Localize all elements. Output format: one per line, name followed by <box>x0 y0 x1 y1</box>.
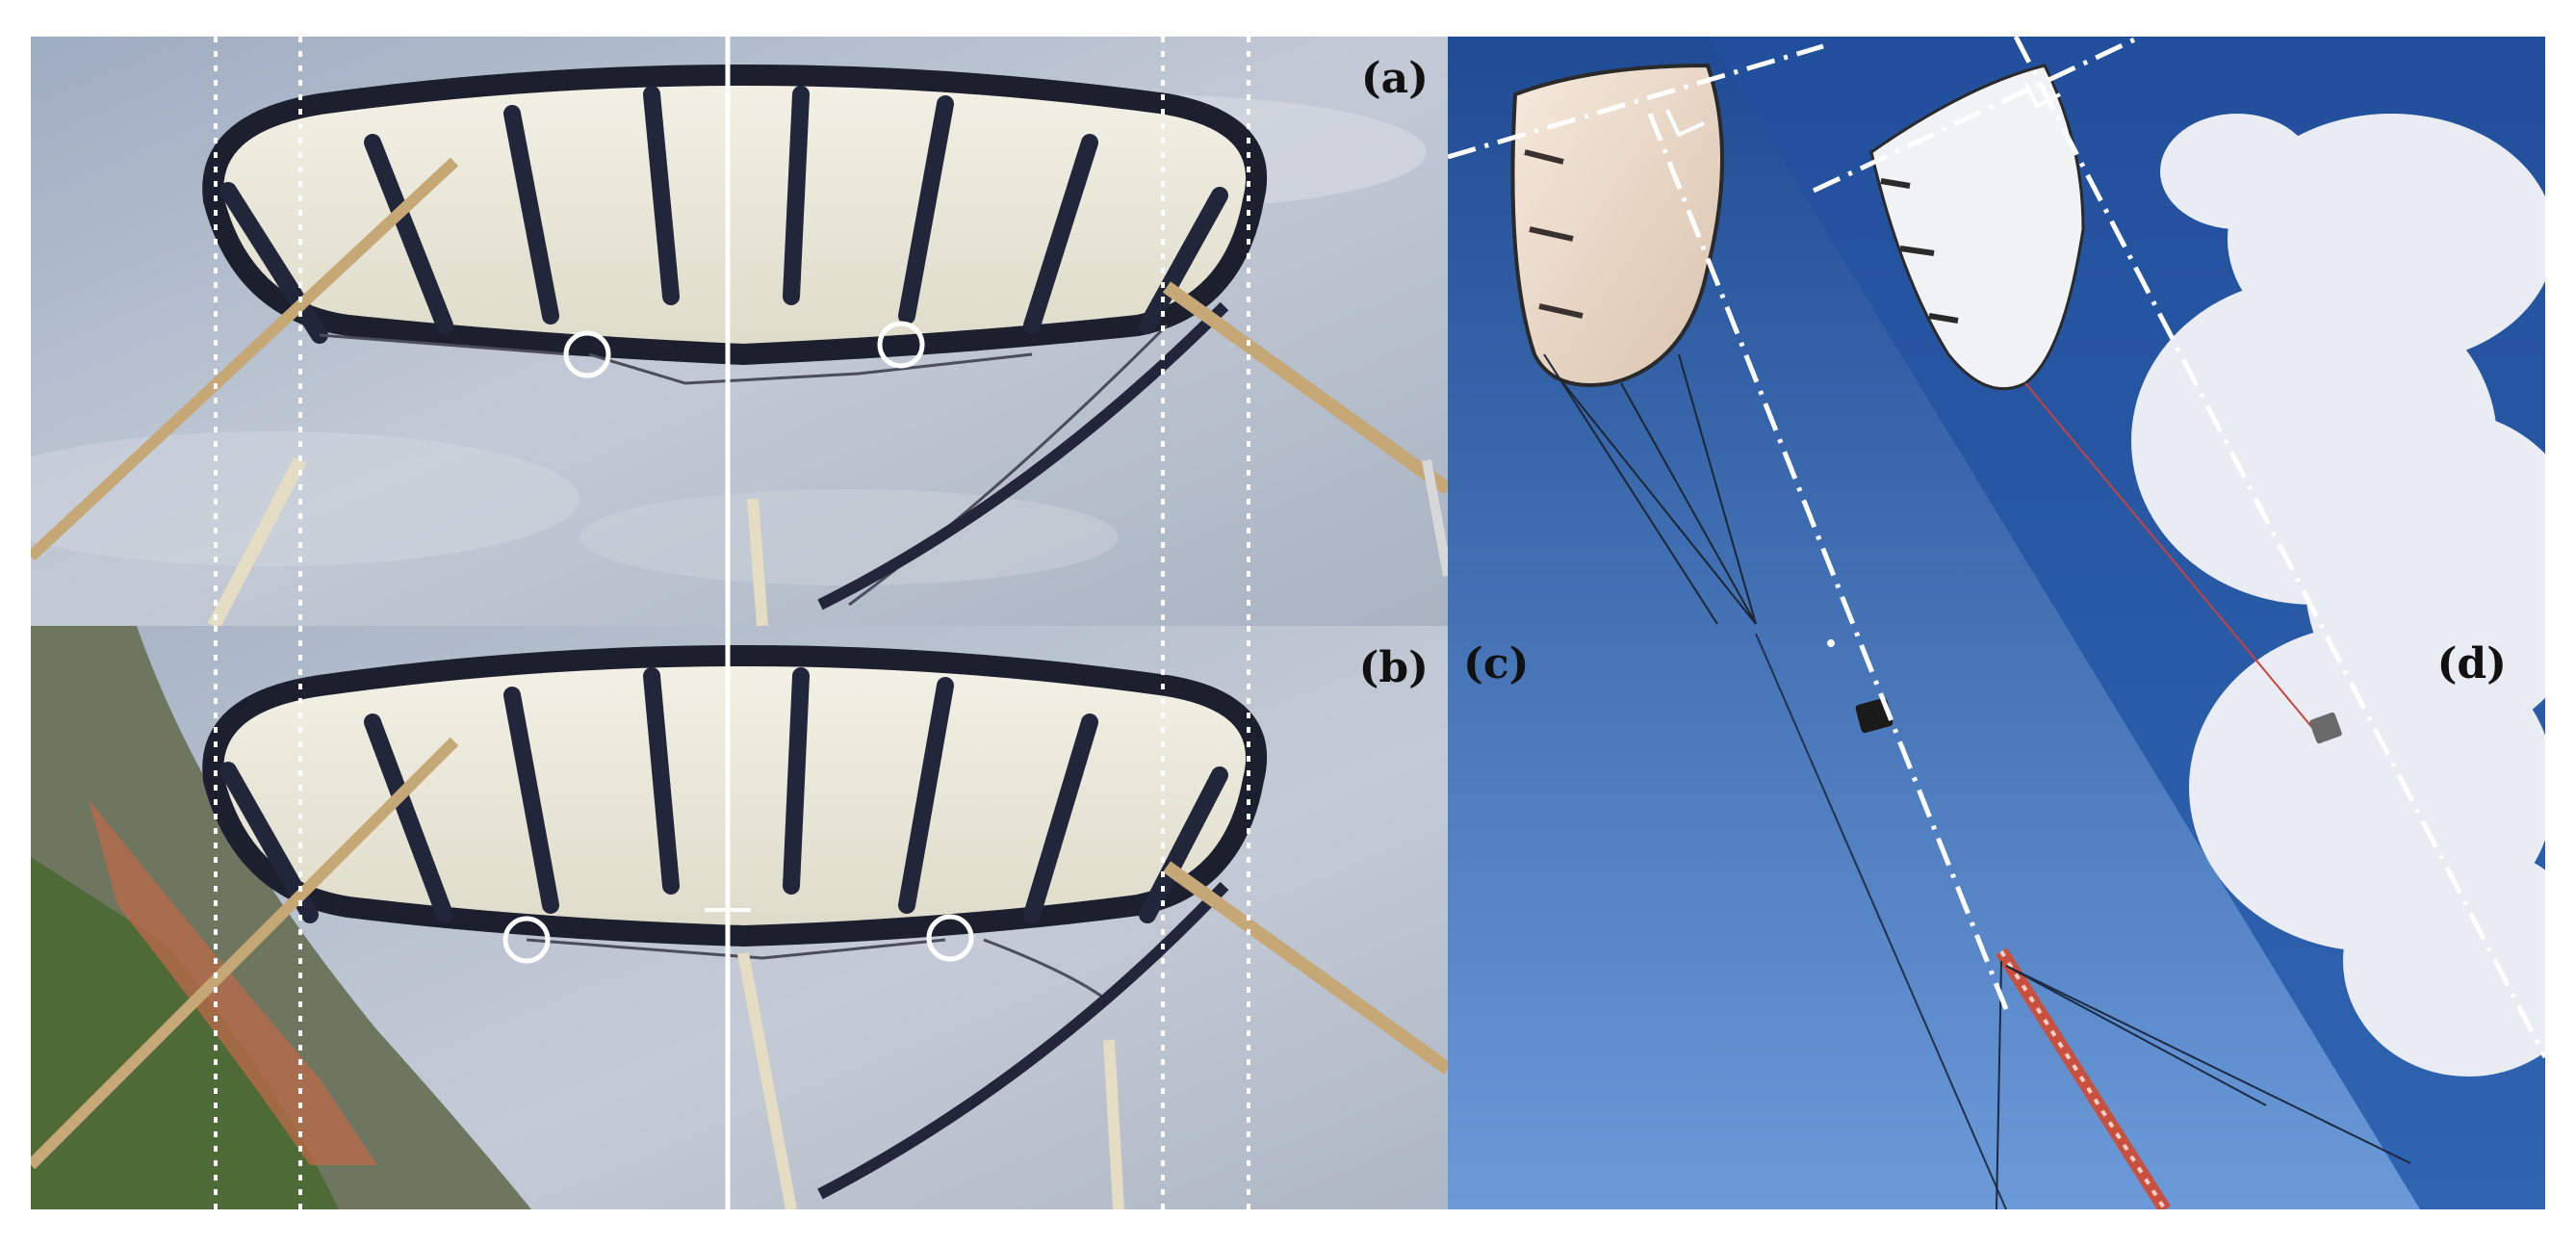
tether-rope <box>1162 281 1448 495</box>
dotted-reference-lines <box>214 626 1250 1209</box>
kite-struts <box>219 86 1228 344</box>
tracking-marker-circle-icon <box>926 914 974 962</box>
kite-c-bridle <box>1543 353 1757 625</box>
panel-cd-photo: (c) (d) <box>1448 37 2545 1209</box>
tether-rope <box>31 157 459 561</box>
bridle-lines <box>319 324 1169 607</box>
panel-a-image <box>31 37 1448 626</box>
strap <box>747 498 768 626</box>
tether-line-c <box>1755 633 2007 1209</box>
kite-c-canopy <box>1510 63 1724 387</box>
kite-struts <box>219 667 1228 923</box>
power-line <box>817 881 1229 1200</box>
kite-c-ribs <box>1524 149 1584 319</box>
panel-a-photo: (a) <box>31 37 1448 626</box>
panel-label-b: (b) <box>1358 643 1429 692</box>
tether-rope <box>31 737 459 1170</box>
kite-canopy <box>202 645 1268 947</box>
tether-rope <box>1422 459 1448 577</box>
kite-d-canopy <box>1869 64 2085 391</box>
tracking-marker-circle-icon <box>877 321 925 369</box>
strap <box>737 951 797 1209</box>
panel-b-photo: (b) <box>31 626 1448 1209</box>
kite-canopy <box>202 65 1268 366</box>
strap <box>1103 1039 1124 1209</box>
bridle-lines <box>526 938 1110 1003</box>
dash-dot-reference-lines <box>1448 37 2545 1059</box>
panel-b-image <box>31 626 1448 1209</box>
power-line <box>817 301 1229 610</box>
tether-rope <box>1162 861 1448 1075</box>
panel-cd-image <box>1448 37 2545 1209</box>
anchor-point <box>1827 639 1835 647</box>
panel-label-d: (d) <box>2436 639 2507 688</box>
kite-d-ribs <box>1880 178 1959 324</box>
panel-label-a: (a) <box>1360 54 1429 103</box>
panel-label-c: (c) <box>1463 639 1530 688</box>
town-roofs <box>89 799 377 1165</box>
tracking-marker-circle-icon <box>502 916 551 964</box>
ground-fields <box>31 857 339 1209</box>
kite-control-pod-icon <box>2309 712 2342 744</box>
tracking-marker-circle-icon <box>563 330 611 378</box>
right-angle-markers <box>1665 82 2061 138</box>
mast-crane <box>1996 947 2411 1209</box>
cloud <box>31 431 580 566</box>
dotted-reference-lines <box>214 37 1250 626</box>
clouds-d <box>2131 114 2545 1077</box>
tether-line-d <box>2024 382 2315 731</box>
strap <box>207 456 307 626</box>
cloud <box>580 489 1119 585</box>
